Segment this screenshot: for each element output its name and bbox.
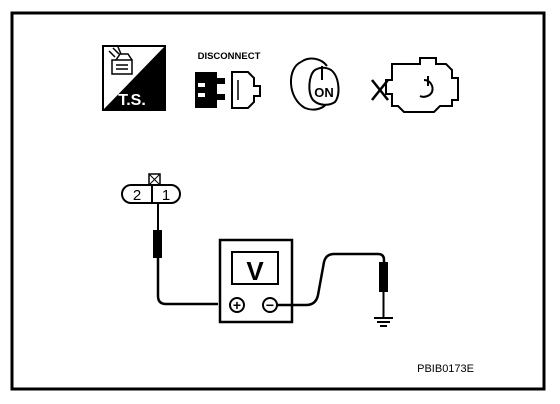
voltmeter-display-label: V [246,256,264,286]
ignition-on-label: ON [314,85,334,100]
positive-terminal-symbol: + [233,297,241,313]
positive-terminal: + [229,297,245,313]
troubleshooting-icon: T.S. [102,45,166,111]
ignition-on-icon: ON [289,57,340,111]
connector-pin-1: 1 [162,187,170,204]
voltmeter-display [231,251,279,285]
positive-lead-wire [156,258,218,306]
ts-label: T.S. [118,92,146,109]
negative-terminal: − [262,297,278,313]
disconnect-label: DISCONNECT [198,51,261,62]
negative-lead-wire [277,252,386,307]
connector-pin-2: 2 [133,187,141,204]
key-icon [308,66,340,106]
voltmeter: V + − [218,238,294,324]
negative-probe [379,262,388,318]
engine-off-cross-icon [371,79,389,101]
connector-sketch-icon [108,46,133,75]
harness-connector: 2 1 [121,173,181,204]
disconnect-icon: DISCONNECT [195,51,261,109]
diagram-frame [10,11,546,391]
engine-icon [371,57,459,113]
negative-terminal-symbol: − [266,297,274,313]
positive-probe [153,203,162,258]
figure-code: PBIB0173E [417,363,474,375]
ground-icon [374,317,393,327]
